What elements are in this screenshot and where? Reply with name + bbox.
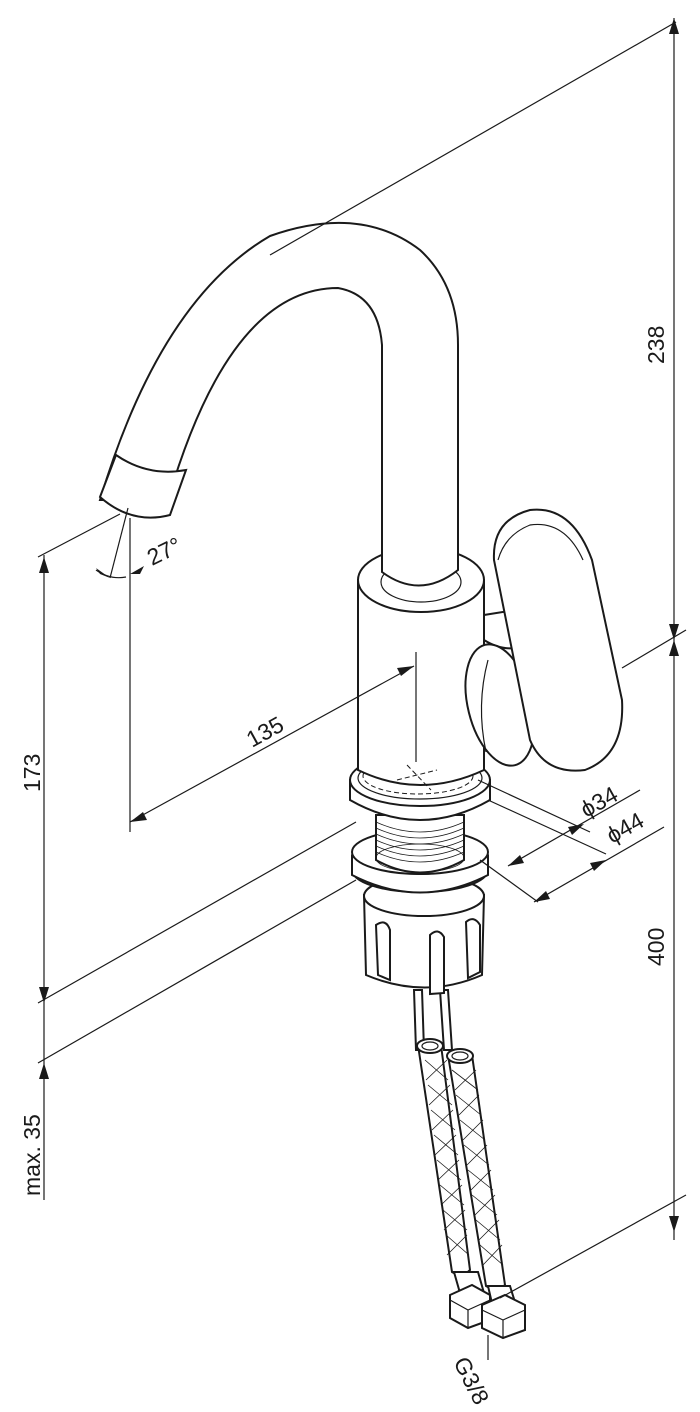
dimension-spout-height: 173 — [19, 754, 45, 792]
center-cross — [396, 764, 438, 791]
dimension-spout-reach: 135 — [242, 711, 288, 752]
dimension-lines — [37, 18, 687, 1299]
dimension-base-diameter-inner: ϕ34 — [576, 781, 622, 822]
dimension-connection-thread: G3/8 — [449, 1352, 495, 1408]
lever-handle — [464, 508, 624, 772]
dimension-total-height: 238 — [643, 326, 669, 364]
dimension-labels: 238 173 135 ϕ34 ϕ44 400 max. 35 27° G3/8 — [19, 326, 669, 1409]
hose-left — [412, 989, 491, 1330]
spout — [98, 221, 459, 587]
dimension-hose-length: 400 — [643, 928, 669, 966]
flexible-hoses — [412, 989, 526, 1360]
mounting-assembly — [351, 814, 489, 996]
dimension-counter-thickness: max. 35 — [19, 1114, 45, 1196]
dimension-base-diameter-outer: ϕ44 — [602, 807, 648, 848]
dimension-spout-angle: 27° — [143, 532, 186, 571]
